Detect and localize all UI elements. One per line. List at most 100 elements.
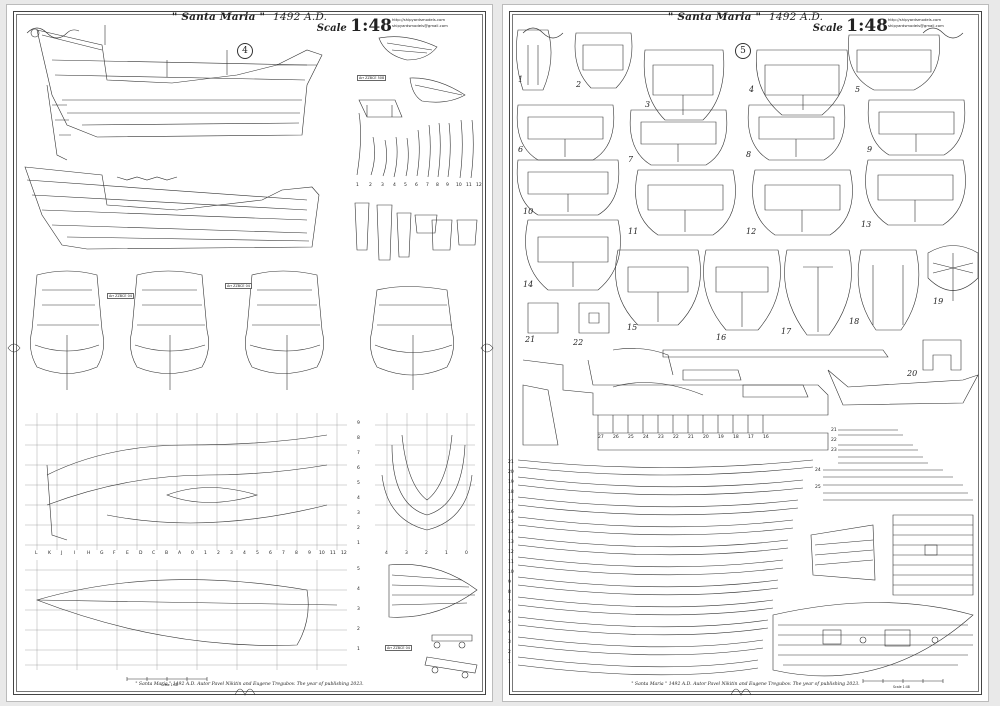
frame-number: 9	[867, 145, 873, 154]
half-breadth-curves	[36, 579, 338, 646]
scale-value: 1:48	[350, 16, 392, 36]
buttock-label: 1	[357, 647, 360, 652]
deck-plan-quarterdeck	[892, 514, 974, 596]
frame-template-7	[629, 109, 728, 166]
hull-planks	[517, 459, 814, 676]
waterline-label: 7	[357, 451, 360, 456]
frame-template-14	[525, 219, 621, 291]
frame-number: 16	[716, 333, 727, 342]
waterline-label: 9	[357, 421, 360, 426]
boat-stand	[358, 99, 403, 118]
keel-slot-number: 22	[673, 435, 679, 440]
scale-prefix: Scale	[812, 23, 843, 34]
waterline-label: 3	[357, 511, 360, 516]
deck-plank-number: 23	[831, 448, 837, 453]
rib-number: 12	[476, 183, 482, 188]
frame-number: 7	[628, 155, 634, 164]
scale-indicator: Scale 1:48	[813, 16, 888, 36]
frame-number: 12	[746, 227, 757, 236]
tiller-parts	[354, 202, 478, 261]
stern-view-2	[130, 270, 209, 390]
deck-plank-number: 24	[815, 468, 821, 473]
frame-number: 6	[518, 145, 524, 154]
waterline-label: 6	[357, 466, 360, 471]
body-plan-curves	[381, 434, 473, 531]
frame-template-10	[516, 159, 620, 216]
station-label: E	[126, 551, 129, 556]
sheet-number-badge: 5	[735, 43, 751, 59]
plank-number: 4	[508, 630, 511, 635]
part-label-stern-1: Arr ZZBCE 04	[107, 293, 134, 299]
station-label: 12	[341, 551, 347, 556]
side-elevation-lower	[24, 166, 320, 250]
scale-bar-lines	[862, 679, 944, 683]
station-label: A	[178, 551, 182, 556]
plank-number: 2	[508, 650, 511, 655]
plan-sheet-5: " Santa Maria " 1492 A.D. Scale 1:48 htt…	[502, 4, 989, 702]
lines-plan-curves	[46, 434, 328, 541]
ornament-top	[522, 27, 964, 39]
deck-plan-main	[772, 602, 974, 677]
station-label: D	[139, 551, 143, 556]
contact-info: http://shipyardsmodels.com shipyardsmode…	[888, 17, 944, 29]
frame-template-18	[857, 249, 920, 331]
plank-number: 13	[508, 540, 514, 545]
frame-number: 13	[861, 220, 872, 229]
frame-template-16	[703, 249, 781, 331]
frame-number: 5	[855, 85, 861, 94]
scale-indicator: Scale 1:48	[317, 16, 392, 36]
sheet-border	[509, 11, 982, 695]
keel-slot-number: 23	[658, 435, 664, 440]
side-elevation-keel-detail	[46, 84, 71, 161]
site-url: http://shipyardsmodels.com	[392, 17, 446, 22]
rib-parts-row	[356, 112, 474, 179]
station-label: 11	[330, 551, 336, 556]
frame-number: 18	[849, 317, 860, 326]
site-email: shipyardsmodels@gmail.com	[392, 23, 448, 28]
station-label: C	[152, 551, 156, 556]
body-plan-label: 2	[425, 551, 428, 556]
longboat-side-view	[409, 77, 466, 103]
plank-number: 1	[508, 660, 511, 665]
plank-number: 12	[508, 550, 514, 555]
bulkhead-22	[578, 302, 610, 334]
ornament-bottom	[730, 688, 752, 696]
deck-plank-number: 22	[831, 438, 837, 443]
plan-sheet-4: " Santa Maria " 1492 A.D. Scale 1:48 htt…	[6, 4, 494, 702]
sheet-number: 4	[242, 46, 248, 56]
scale-bar-caption: Scale 1:48	[161, 683, 178, 687]
station-label: H	[87, 551, 91, 556]
plank-number: 9	[508, 580, 511, 585]
part-label-boat: Arr ZZBCE 508	[357, 75, 387, 81]
plank-number: 10	[508, 570, 514, 575]
frame-number: 10	[523, 207, 534, 216]
station-label: 0	[191, 551, 194, 556]
waterline-label: 8	[357, 436, 360, 441]
buttock-label: 5	[357, 567, 360, 572]
plank-number: 14	[508, 530, 514, 535]
frame-number: 14	[523, 280, 534, 289]
station-label: I	[74, 551, 76, 556]
site-email: shipyardsmodels@gmail.com	[888, 23, 944, 28]
station-label: 5	[256, 551, 259, 556]
sheet-inner-border	[512, 14, 979, 692]
rib-number: 7	[426, 183, 429, 188]
plank-number: 15	[508, 520, 514, 525]
rib-number: 9	[446, 183, 449, 188]
part-label-cannon: Arr ZZBCE 04	[385, 645, 412, 651]
frame-number: 15	[627, 323, 638, 332]
plank-number: 7	[508, 600, 511, 605]
station-label: B	[165, 551, 169, 556]
station-label: 6	[269, 551, 272, 556]
ornament-top-left	[26, 27, 80, 39]
buttock-label: 4	[357, 587, 360, 592]
side-elevation-upper	[36, 25, 323, 138]
plank-number: 21	[508, 460, 514, 465]
stern-view-3	[245, 270, 324, 390]
waterline-label: 5	[357, 481, 360, 486]
frame-template-6	[516, 104, 615, 161]
plank-number: 3	[508, 640, 511, 645]
body-plan-grid	[375, 413, 475, 550]
frame-template-17	[784, 249, 852, 336]
frame-number: 19	[933, 297, 944, 306]
